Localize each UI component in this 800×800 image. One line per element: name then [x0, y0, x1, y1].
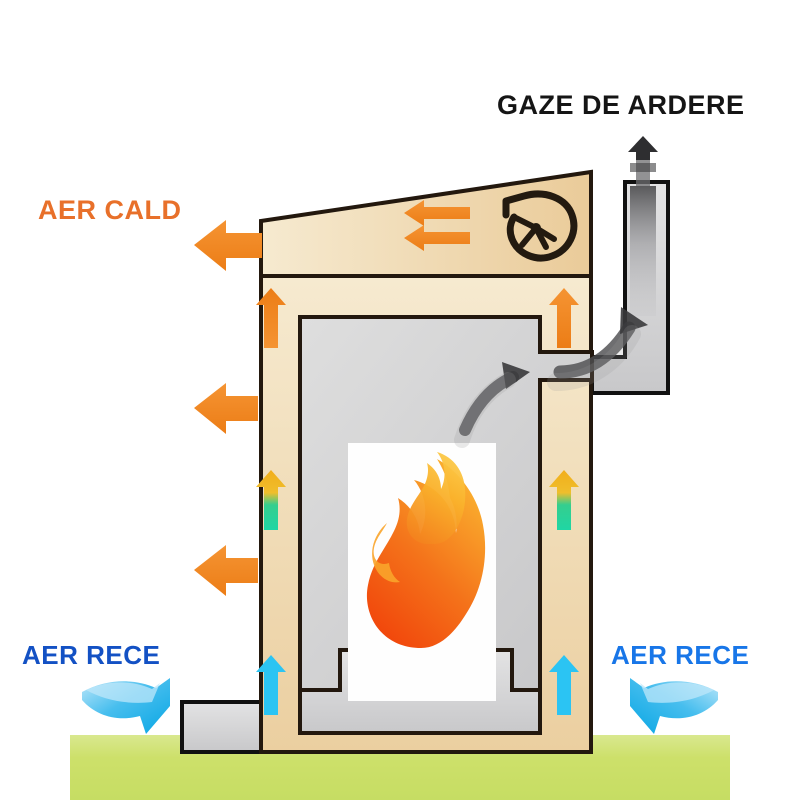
label-aer-rece-left: AER RECE: [22, 640, 161, 670]
flame-icon: [366, 452, 486, 648]
left-riser-arrow-bottom: [256, 655, 286, 715]
label-aer-cald: AER CALD: [38, 195, 182, 225]
right-riser-arrow-bottom: [549, 655, 579, 715]
cold-air-arrow-right: [630, 678, 718, 734]
cold-air-arrow-left: [82, 678, 170, 734]
left-pedestal: [180, 700, 276, 754]
plenum-arrow-upper: [404, 200, 470, 226]
hot-air-arrow-bottom: [194, 545, 258, 596]
left-riser-arrow-middle: [256, 470, 286, 530]
plenum-arrow-lower: [404, 225, 470, 251]
hot-air-arrow-middle: [194, 383, 258, 434]
label-aer-rece-right: AER RECE: [611, 640, 750, 670]
label-gaze-de-ardere: GAZE DE ARDERE: [497, 90, 745, 120]
left-riser-arrow-top: [256, 288, 286, 348]
right-riser-arrow-middle: [549, 470, 579, 530]
smoke-arrow-chimney-out: [628, 136, 658, 186]
smoke-arrow-firebox: [454, 362, 530, 448]
smoke-arrow-into-flue: [547, 307, 648, 391]
right-riser-arrow-top: [549, 288, 579, 348]
hot-air-arrow-top: [194, 220, 262, 271]
blower-fan-icon: [502, 190, 578, 262]
